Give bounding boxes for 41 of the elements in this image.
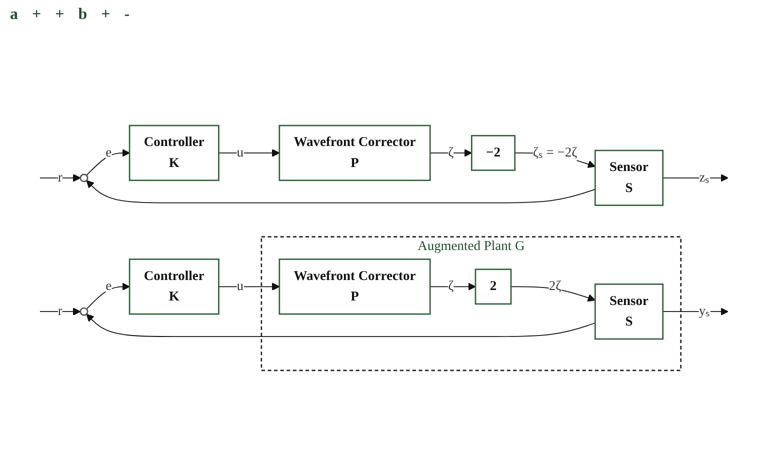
arrow: [86, 282, 130, 310]
arrow: [86, 180, 596, 204]
edge-label: zₛ: [699, 170, 710, 185]
edge-label: u: [236, 146, 244, 160]
edge-label: 2ζ: [548, 279, 562, 294]
arrow: [86, 149, 130, 176]
arrow: [662, 308, 728, 316]
arrow: [86, 314, 596, 337]
node-circle: [80, 174, 88, 182]
edge-label: yₛ: [698, 304, 710, 319]
arrow: [40, 174, 81, 182]
node-circle: [80, 307, 88, 316]
node-box: Controller K: [128, 124, 220, 182]
panel-label: +: [55, 6, 64, 24]
edge-label: e: [106, 279, 112, 294]
arrow: [218, 149, 280, 157]
arrow: [430, 282, 476, 291]
edge-label: u: [236, 279, 244, 294]
node-box: Wavefront Corrector P: [278, 124, 431, 182]
arrow: [510, 286, 596, 302]
edge-label: ζ: [448, 146, 454, 160]
edge-label: r: [58, 304, 62, 319]
edge-label: r: [58, 170, 62, 185]
arrow: [40, 308, 81, 316]
panel-label: +: [101, 6, 110, 24]
panel-label: a: [10, 6, 18, 24]
node-box: Wavefront Corrector P: [278, 258, 431, 315]
panel-label: +: [32, 6, 42, 24]
arrow: [218, 282, 280, 291]
node-box: Sensor S: [594, 284, 664, 340]
panel-label: b: [78, 6, 88, 24]
node-box: Controller K: [128, 258, 220, 315]
panel-label: -: [124, 6, 130, 24]
node-box: 2: [474, 268, 512, 305]
edge-label: ζ: [448, 279, 454, 294]
node-box: Sensor S: [594, 150, 664, 206]
edge-label: e: [106, 146, 112, 160]
edge-label: ζₛ = −2ζ: [532, 146, 578, 160]
node-box: −2: [470, 134, 516, 171]
arrow: [430, 149, 472, 157]
arrow: [662, 174, 728, 182]
